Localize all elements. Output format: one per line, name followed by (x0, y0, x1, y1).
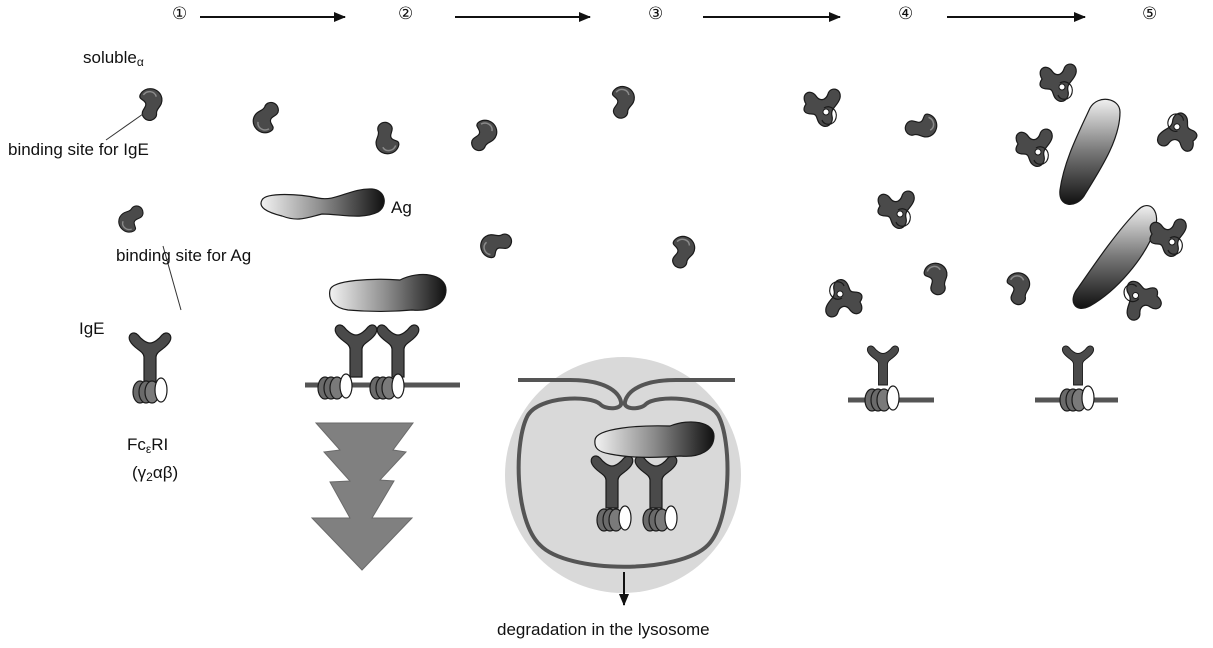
step-4-number: ④ (898, 6, 913, 23)
binding-site-ige-label: binding site for IgE (8, 141, 149, 158)
binding-site-ag-label: binding site for Ag (116, 247, 251, 264)
stage-5 (1003, 64, 1202, 411)
fc-receptor-chains-label: (γ2αβ) (132, 464, 178, 483)
chains-gamma: γ (138, 463, 147, 482)
soluble-alpha-label: solubleα (83, 49, 144, 68)
stage-1 (106, 86, 181, 403)
ige-label: IgE (79, 320, 105, 337)
fc-text: Fc (127, 435, 146, 454)
soluble-alpha-subscript: α (137, 55, 144, 69)
stage-2 (251, 100, 460, 570)
step-2-number: ② (398, 6, 413, 23)
step-5-number: ⑤ (1142, 6, 1157, 23)
antigen-label: Ag (391, 199, 412, 216)
fc-ri-text: RI (151, 435, 168, 454)
fc-receptor-label: FcεRI (127, 436, 168, 455)
soluble-text: soluble (83, 48, 137, 67)
chains-alpha-beta: αβ) (153, 463, 178, 482)
step-3-number: ③ (648, 6, 663, 23)
step-1-number: ① (172, 6, 187, 23)
degradation-label: degradation in the lysosome (497, 621, 710, 638)
stage-4 (804, 89, 955, 411)
stage-3 (470, 85, 741, 605)
chains-gamma-subscript: 2 (146, 470, 153, 484)
